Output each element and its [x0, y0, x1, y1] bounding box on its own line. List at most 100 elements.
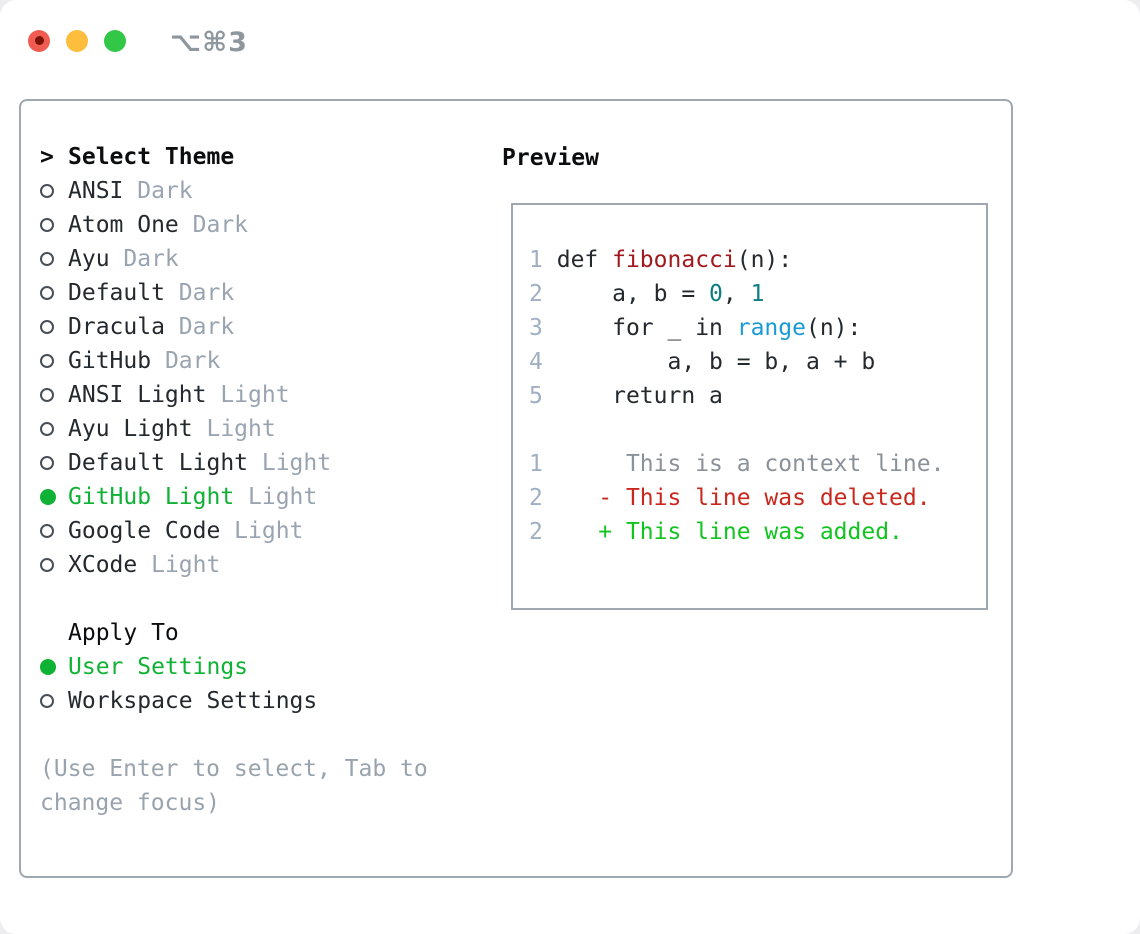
- code-segment-text: return a: [556, 383, 723, 409]
- radio-icon: [40, 388, 68, 402]
- theme-option[interactable]: Default Light Light: [40, 446, 428, 480]
- radio-icon: [40, 422, 68, 436]
- apply-to-option[interactable]: Workspace Settings: [40, 684, 428, 718]
- line-number: 1: [529, 247, 543, 273]
- radio-icon: [40, 558, 68, 572]
- option-label: Default: [68, 280, 165, 306]
- preview-blank-line: [529, 413, 986, 447]
- theme-variant-tag: Light: [234, 518, 304, 544]
- option-label: GitHub: [68, 348, 152, 374]
- radio-icon: [40, 524, 68, 538]
- theme-option[interactable]: Ayu Dark: [40, 242, 428, 276]
- radio-icon: [40, 320, 68, 334]
- option-label: Ayu: [68, 246, 110, 272]
- select-theme-title: Select Theme: [68, 144, 235, 170]
- line-number: 2: [529, 485, 543, 511]
- radio-icon: [40, 354, 68, 368]
- preview-code-line: 2 + This line was added.: [529, 515, 986, 549]
- option-label: Default Light: [68, 450, 249, 476]
- radio-selected-icon: [40, 489, 68, 505]
- line-number: 3: [529, 315, 543, 341]
- titlebar: ⌥⌘3: [28, 27, 248, 58]
- code-segment-text: ,: [722, 281, 751, 307]
- option-label: Dracula: [68, 314, 165, 340]
- code-segment-text: for _ in: [556, 315, 737, 341]
- theme-variant-tag: Light: [261, 450, 332, 476]
- radio-icon: [40, 252, 68, 266]
- theme-option[interactable]: GitHub Dark: [40, 344, 428, 378]
- theme-variant-tag: Dark: [123, 246, 179, 272]
- window-shortcut-label: ⌥⌘3: [170, 27, 248, 58]
- code-segment-text: a, b =: [556, 281, 710, 307]
- radio-icon: [40, 218, 68, 232]
- traffic-lights: [28, 29, 142, 56]
- spacer: [40, 718, 428, 752]
- minimize-button[interactable]: [66, 29, 88, 52]
- code-segment-func: fibonacci: [612, 247, 737, 273]
- theme-variant-tag: Light: [206, 416, 276, 442]
- code-segment-builtin: range: [736, 315, 806, 341]
- apply-to-title: Apply To: [68, 620, 179, 646]
- code-segment-text: a, b = b, a + b: [556, 349, 876, 375]
- code-segment-context: This is a context line.: [556, 451, 945, 477]
- option-label: ANSI Light: [68, 382, 207, 408]
- radio-icon: [40, 184, 68, 198]
- apply-to-header: Apply To: [40, 616, 428, 650]
- option-label: Ayu Light: [68, 416, 193, 442]
- code-segment-deleted: - This line was deleted.: [556, 485, 931, 511]
- theme-option[interactable]: Dracula Dark: [40, 310, 428, 344]
- hint-line: change focus): [40, 790, 221, 816]
- code-segment-text: (n):: [805, 315, 862, 341]
- radio-selected-icon: [40, 659, 68, 675]
- radio-icon: [40, 286, 68, 300]
- zoom-button[interactable]: [104, 29, 126, 52]
- line-number: 1: [529, 451, 543, 477]
- preview-code-line: 2 a, b = 0, 1: [529, 277, 986, 311]
- option-label: Google Code: [68, 518, 221, 544]
- preview-title: Preview: [502, 145, 599, 171]
- theme-variant-tag: Light: [220, 382, 290, 408]
- theme-option[interactable]: ANSI Light Light: [40, 378, 428, 412]
- code-segment-num: 0: [709, 281, 723, 307]
- option-label: Workspace Settings: [68, 688, 318, 714]
- line-number: 4: [529, 349, 543, 375]
- preview-code-line: 3 for _ in range(n):: [529, 311, 986, 345]
- focus-caret: >: [40, 144, 54, 170]
- theme-option[interactable]: ANSI Dark: [40, 174, 428, 208]
- theme-variant-tag: Light: [151, 552, 221, 578]
- apply-to-option[interactable]: User Settings: [40, 650, 428, 684]
- code-segment-added: + This line was added.: [556, 519, 903, 545]
- theme-option[interactable]: Google Code Light: [40, 514, 428, 548]
- line-number: 2: [529, 519, 543, 545]
- theme-variant-tag: Dark: [178, 314, 235, 340]
- preview-code-line: 1 This is a context line.: [529, 447, 986, 481]
- theme-variant-tag: Dark: [137, 178, 193, 204]
- option-label: GitHub Light: [68, 484, 235, 510]
- theme-variant-tag: Dark: [178, 280, 235, 306]
- spacer: [40, 582, 428, 616]
- preview-code-line: 2 - This line was deleted.: [529, 481, 986, 515]
- theme-variant-tag: Light: [248, 484, 318, 510]
- close-dot-icon: [34, 36, 44, 45]
- line-number: 5: [529, 383, 543, 409]
- close-button[interactable]: [28, 29, 50, 52]
- option-label: User Settings: [68, 654, 249, 680]
- code-segment-num: 1: [750, 281, 765, 307]
- theme-option[interactable]: Ayu Light Light: [40, 412, 428, 446]
- radio-icon: [40, 456, 68, 470]
- theme-variant-tag: Dark: [192, 212, 249, 238]
- preview-code-line: 4 a, b = b, a + b: [529, 345, 986, 379]
- option-label: ANSI: [68, 178, 124, 204]
- theme-variant-tag: Dark: [164, 348, 221, 374]
- code-segment-text: def: [556, 247, 613, 273]
- theme-option[interactable]: Default Dark: [40, 276, 428, 310]
- theme-option[interactable]: GitHub Light Light: [40, 480, 428, 514]
